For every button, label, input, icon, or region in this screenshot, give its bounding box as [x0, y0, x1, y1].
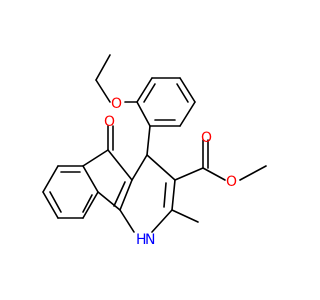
ketone-oxygen-label: O	[104, 114, 115, 130]
bond	[171, 209, 199, 223]
nitrogen-hydrogen-label: H	[136, 232, 147, 248]
bonds	[42, 54, 267, 233]
bond-inner	[176, 83, 189, 103]
molecule-svg: O O O O H N	[42, 54, 267, 248]
bond-inner	[113, 181, 126, 207]
bond	[151, 209, 173, 233]
bond	[95, 54, 111, 81]
bond-inner	[143, 83, 156, 103]
bond	[119, 179, 133, 211]
bond	[107, 149, 133, 181]
bond	[179, 77, 196, 103]
bond	[82, 165, 99, 193]
bond-inner	[82, 194, 93, 213]
bond	[42, 165, 59, 193]
bond	[82, 149, 109, 167]
bond	[239, 165, 267, 181]
bond	[163, 182, 167, 208]
bond	[171, 179, 176, 211]
atom-labels: O O O O H N	[104, 96, 237, 248]
bond	[136, 77, 153, 103]
bond	[202, 167, 226, 181]
nitrogen-label: N	[145, 232, 155, 248]
bond	[174, 167, 204, 181]
bond	[146, 154, 176, 181]
bond	[119, 209, 135, 233]
bond	[136, 101, 151, 127]
ester-oxygen-label: O	[226, 174, 237, 190]
bond	[82, 191, 99, 219]
bond	[95, 79, 111, 103]
carbonyl-oxygen-label: O	[201, 130, 212, 146]
bond	[42, 191, 59, 219]
ether-oxygen-label: O	[111, 96, 122, 112]
bond-inner	[49, 191, 62, 213]
bond	[97, 191, 121, 211]
bond	[131, 154, 148, 181]
bond	[146, 125, 151, 156]
bond	[179, 101, 196, 127]
structure-diagram: O O O O H N	[42, 54, 267, 248]
